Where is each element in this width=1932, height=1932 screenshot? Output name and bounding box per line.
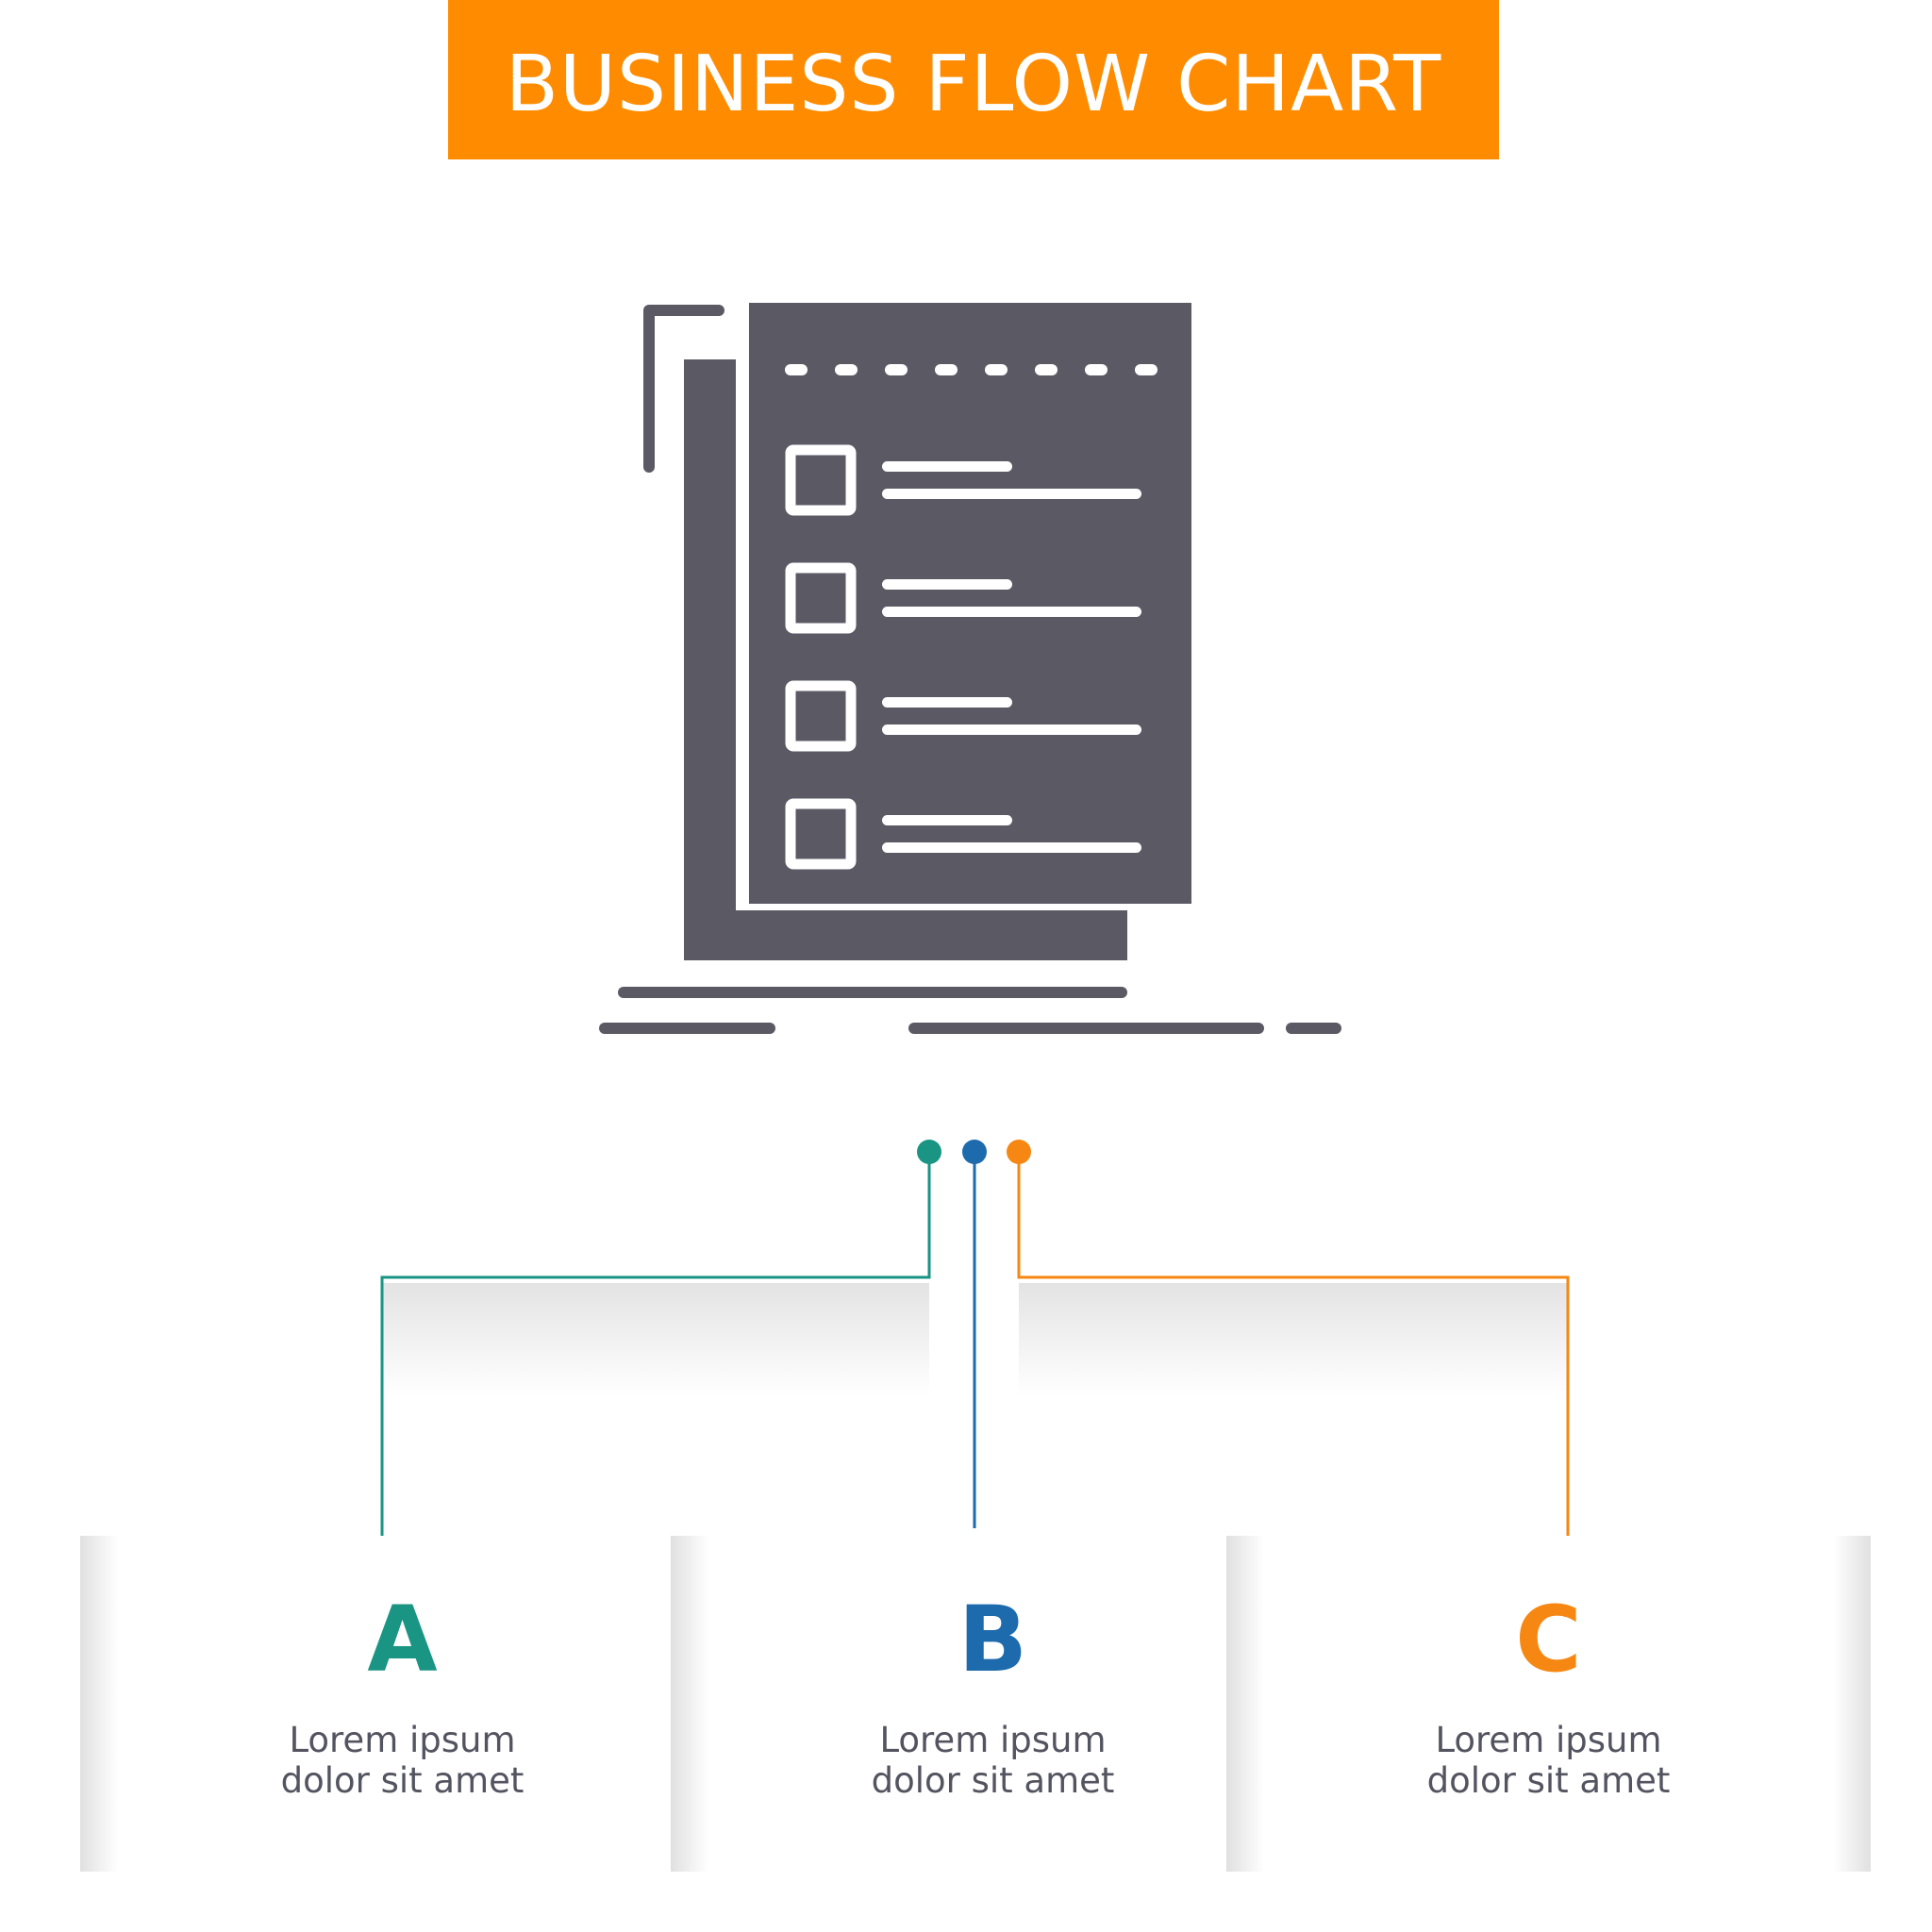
connector-shadow-right: [1019, 1283, 1568, 1396]
title-banner: BUSINESS FLOW CHART: [448, 0, 1499, 159]
card-c: C Lorem ipsum dolor sit amet: [1226, 1536, 1871, 1872]
card-letter: C: [1515, 1587, 1582, 1692]
card-text-line: Lorem ipsum: [1435, 1720, 1662, 1760]
page-title: BUSINESS FLOW CHART: [505, 40, 1442, 129]
card-text-line: dolor sit amet: [871, 1760, 1115, 1801]
connector-dot-a: [917, 1140, 941, 1164]
connector-shadow-left: [382, 1283, 929, 1396]
connector-dot-b: [962, 1140, 987, 1164]
card-a: A Lorem ipsum dolor sit amet: [80, 1536, 724, 1872]
card-text-line: dolor sit amet: [280, 1760, 525, 1801]
connector-c: [1017, 1153, 1570, 1550]
card-b: B Lorem ipsum dolor sit amet: [671, 1536, 1315, 1872]
card-text-line: Lorem ipsum: [879, 1720, 1107, 1760]
card-description: Lorem ipsum dolor sit amet: [671, 1720, 1315, 1801]
connector-a: [380, 1153, 931, 1550]
card-letter: A: [367, 1587, 438, 1692]
card-text-line: Lorem ipsum: [289, 1720, 516, 1760]
card-letter: B: [958, 1587, 1028, 1692]
card-description: Lorem ipsum dolor sit amet: [80, 1720, 724, 1801]
card-description: Lorem ipsum dolor sit amet: [1226, 1720, 1871, 1801]
connector-dot-c: [1007, 1140, 1031, 1164]
card-text-line: dolor sit amet: [1426, 1760, 1671, 1801]
